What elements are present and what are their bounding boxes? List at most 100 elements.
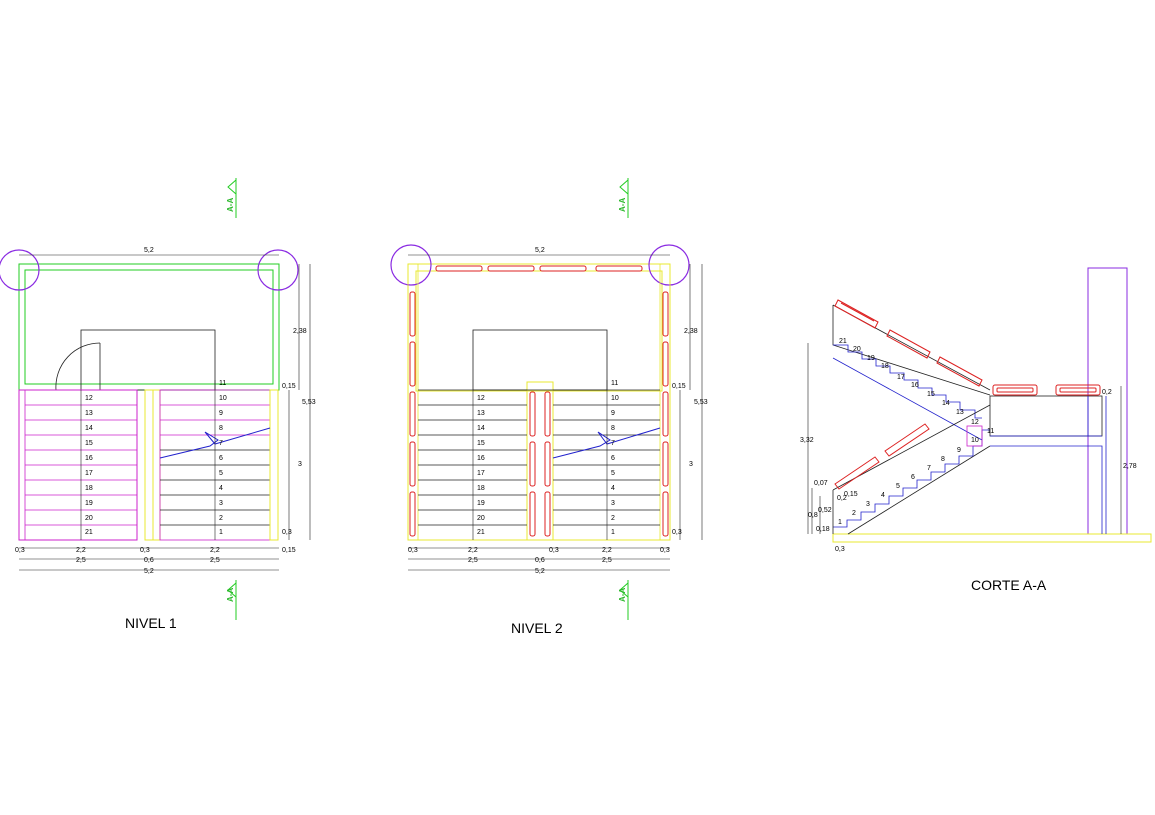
svg-text:8: 8 (941, 456, 945, 463)
svg-text:9: 9 (957, 447, 961, 454)
svg-text:2,38: 2,38 (293, 328, 307, 335)
svg-text:3: 3 (219, 500, 223, 507)
svg-text:4: 4 (611, 485, 615, 492)
svg-text:5: 5 (611, 470, 615, 477)
svg-text:5: 5 (219, 470, 223, 477)
svg-text:5,2: 5,2 (144, 568, 154, 575)
svg-text:20: 20 (853, 346, 861, 353)
svg-text:14: 14 (942, 400, 950, 407)
svg-text:A-A: A-A (618, 588, 627, 602)
svg-text:12: 12 (971, 419, 979, 426)
svg-text:0,2: 0,2 (1102, 389, 1112, 396)
svg-text:11: 11 (219, 380, 226, 387)
svg-text:3: 3 (689, 461, 693, 468)
svg-text:13: 13 (85, 410, 93, 417)
svg-text:13: 13 (477, 410, 485, 417)
svg-text:12: 12 (477, 395, 485, 402)
svg-text:20: 20 (85, 515, 93, 522)
door-swing (55, 342, 101, 391)
svg-text:2,2: 2,2 (602, 547, 612, 554)
svg-text:5,2: 5,2 (535, 568, 545, 575)
svg-text:18: 18 (85, 485, 93, 492)
svg-text:7: 7 (927, 465, 931, 472)
svg-text:0,18: 0,18 (816, 526, 830, 533)
section-corte-a-a: 21 20 19 18 17 16 15 14 13 12 11 10 9 8 … (800, 267, 1152, 593)
svg-text:21: 21 (477, 529, 485, 536)
svg-text:6: 6 (611, 455, 615, 462)
svg-text:1: 1 (838, 519, 842, 526)
svg-text:0,8: 0,8 (808, 512, 818, 519)
svg-text:17: 17 (897, 374, 905, 381)
plan1-title: NIVEL 1 (125, 615, 177, 631)
svg-text:3: 3 (611, 500, 615, 507)
svg-text:0,3: 0,3 (15, 547, 25, 554)
svg-text:2,2: 2,2 (210, 547, 220, 554)
svg-text:5: 5 (896, 483, 900, 490)
svg-text:0,3: 0,3 (282, 529, 292, 536)
svg-text:2,78: 2,78 (1123, 463, 1137, 470)
svg-text:21: 21 (839, 338, 847, 345)
section-label: A-A (226, 198, 235, 212)
svg-text:6: 6 (219, 455, 223, 462)
svg-text:0,2: 0,2 (837, 495, 847, 502)
svg-text:2,38: 2,38 (684, 328, 698, 335)
svg-text:0,3: 0,3 (660, 547, 670, 554)
svg-text:3: 3 (298, 461, 302, 468)
svg-text:6: 6 (911, 474, 915, 481)
svg-text:4: 4 (881, 492, 885, 499)
section-label: A-A (226, 588, 235, 602)
cut-line (159, 427, 271, 459)
svg-text:19: 19 (477, 500, 485, 507)
svg-text:0,6: 0,6 (535, 557, 545, 564)
svg-text:5,53: 5,53 (694, 399, 708, 406)
svg-text:16: 16 (477, 455, 485, 462)
svg-text:0,07: 0,07 (814, 480, 828, 487)
svg-text:0,6: 0,6 (144, 557, 154, 564)
svg-text:2,5: 2,5 (468, 557, 478, 564)
svg-text:0,15: 0,15 (844, 491, 858, 498)
section-marker-top: A-A (618, 178, 629, 218)
plan-nivel-1: A-A A-A (0, 178, 316, 631)
svg-text:2: 2 (611, 515, 615, 522)
svg-text:10: 10 (971, 437, 979, 444)
svg-text:17: 17 (477, 470, 485, 477)
svg-text:16: 16 (85, 455, 93, 462)
svg-text:11: 11 (611, 380, 618, 387)
svg-text:0,15: 0,15 (282, 547, 296, 554)
column-circle (0, 249, 40, 291)
svg-text:18: 18 (881, 363, 889, 370)
svg-text:7: 7 (219, 440, 223, 447)
svg-text:9: 9 (219, 410, 223, 417)
svg-text:2,5: 2,5 (76, 557, 86, 564)
plan2-title: NIVEL 2 (511, 620, 563, 636)
svg-text:10: 10 (219, 395, 227, 402)
svg-text:1: 1 (611, 529, 615, 536)
plan-nivel-2: A-A A-A (390, 178, 708, 636)
svg-text:9: 9 (611, 410, 615, 417)
svg-text:1: 1 (219, 529, 223, 536)
svg-text:5,53: 5,53 (302, 399, 316, 406)
svg-text:4: 4 (219, 485, 223, 492)
svg-text:11: 11 (987, 428, 994, 435)
svg-text:0,52: 0,52 (818, 507, 832, 514)
svg-text:15: 15 (927, 391, 935, 398)
svg-text:2,5: 2,5 (602, 557, 612, 564)
svg-text:0,3: 0,3 (835, 546, 845, 553)
svg-text:15: 15 (477, 440, 485, 447)
svg-text:2: 2 (219, 515, 223, 522)
steps-right: 11 10 9 8 7 6 5 4 3 2 1 (219, 380, 227, 536)
svg-text:12: 12 (85, 395, 93, 402)
svg-text:2,5: 2,5 (210, 557, 220, 564)
svg-text:19: 19 (85, 500, 93, 507)
svg-text:21: 21 (85, 529, 93, 536)
svg-text:A-A: A-A (618, 198, 627, 212)
svg-text:0,3: 0,3 (549, 547, 559, 554)
svg-text:5,2: 5,2 (535, 247, 545, 254)
svg-text:14: 14 (85, 425, 93, 432)
section-marker-bottom: A-A (618, 580, 629, 620)
section-marker-top: A-A (226, 178, 237, 218)
svg-text:0,3: 0,3 (140, 547, 150, 554)
svg-text:14: 14 (477, 425, 485, 432)
